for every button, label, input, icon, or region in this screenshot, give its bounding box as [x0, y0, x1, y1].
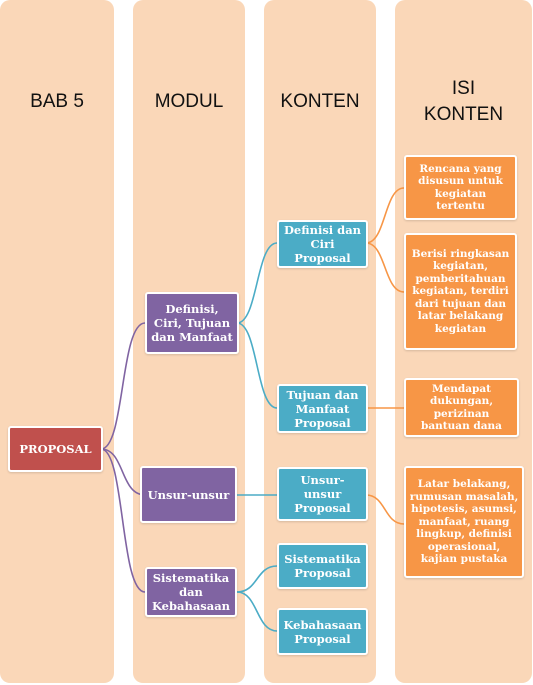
node-modul-sistematika-kebahasaan: Sistematika dan Kebahasaan: [145, 567, 237, 617]
node-isi-latar-belakang: Latar belakang, rumusan masalah, hipotes…: [404, 466, 524, 578]
column-isi-title-line1: ISI: [451, 78, 476, 99]
node-konten-sistematika: Sistematika Proposal: [277, 543, 368, 589]
link-konten-1-isi-2: [365, 242, 405, 293]
link-root-modul-3: [100, 448, 146, 593]
node-modul-definisi-ciri-tujuan-manfaat: Definisi, Ciri, Tujuan dan Manfaat: [145, 292, 239, 354]
column-bab-title: BAB 5: [30, 91, 84, 112]
node-proposal: PROPOSAL: [8, 426, 103, 472]
link-modul-1-konten-1: [236, 242, 278, 324]
link-root-modul-2: [100, 448, 146, 496]
link-konten-3-isi-4: [365, 494, 405, 525]
link-konten-1-isi-1: [365, 187, 405, 244]
link-root-modul-1: [100, 322, 146, 450]
node-isi-rencana: Rencana yang disusun untuk kegiatan tert…: [404, 155, 517, 220]
link-modul-1-konten-2: [236, 322, 278, 409]
column-isi-title-line2: KONTEN: [423, 104, 504, 125]
column-bab: BAB 5: [0, 0, 114, 683]
node-konten-definisi-ciri: Definisi dan Ciri Proposal: [277, 220, 368, 268]
node-konten-tujuan-manfaat: Tujuan dan Manfaat Proposal: [277, 384, 368, 433]
column-modul-title: MODUL: [154, 91, 224, 112]
column-konten-title: KONTEN: [280, 91, 360, 112]
node-isi-ringkasan: Berisi ringkasan kegiatan, pemberitahuan…: [404, 233, 517, 350]
link-modul-3-konten-5: [236, 591, 278, 632]
node-isi-dukungan: Mendapat dukungan, perizinan bantuan dan…: [404, 378, 519, 437]
node-konten-kebahasaan: Kebahasaan Proposal: [277, 608, 368, 655]
node-konten-unsur-unsur: Unsur-unsur Proposal: [277, 467, 368, 521]
node-modul-unsur-unsur: Unsur-unsur: [140, 466, 237, 523]
link-modul-3-konten-4: [236, 565, 278, 593]
